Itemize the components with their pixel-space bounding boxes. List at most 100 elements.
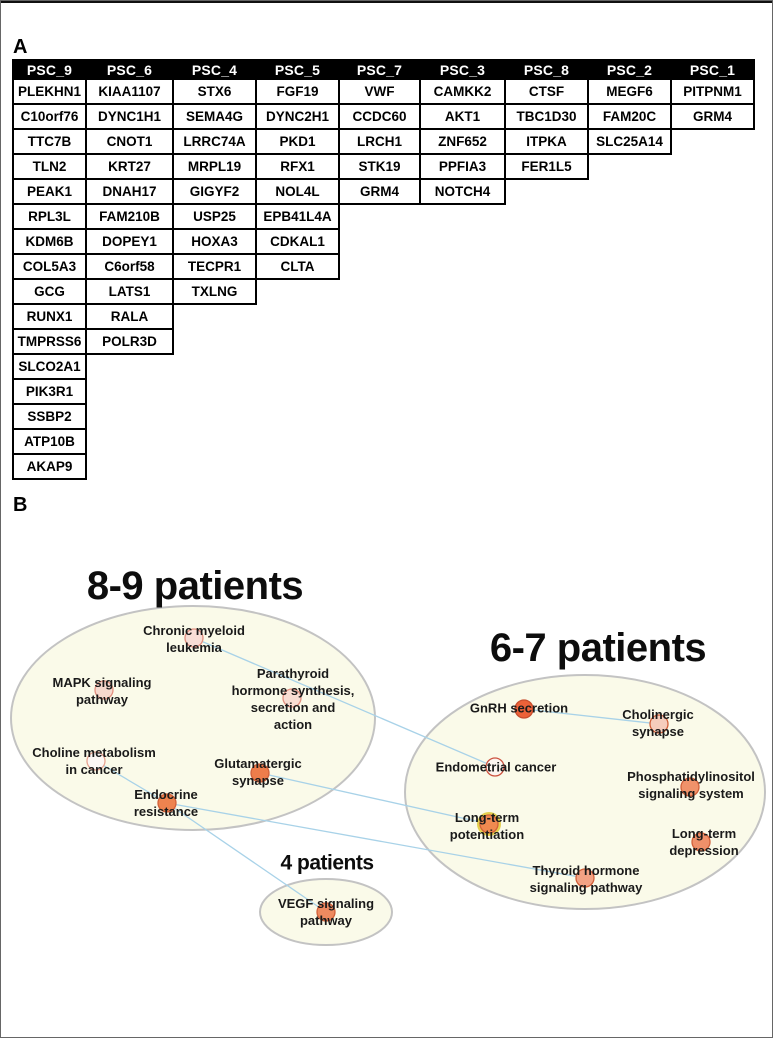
pathway-node-glutamatergic	[250, 763, 270, 783]
edge-cml-endometrial	[193, 637, 496, 768]
gene-cell: KDM6B	[12, 230, 87, 255]
gene-cell: DOPEY1	[85, 230, 174, 255]
gene-cell: TXLNG	[172, 280, 257, 305]
gene-cell: FGF19	[255, 80, 340, 105]
gene-cell: KIAA1107	[85, 80, 174, 105]
node-label-ltd: Long-term depression	[669, 826, 739, 858]
node-label-glutamatergic: Glutamatergic synapse	[214, 756, 302, 788]
gene-cell: ATP10B	[12, 430, 87, 455]
gene-cell: AKT1	[419, 105, 506, 130]
node-label-cholinergic: Cholinergic synapse	[622, 707, 694, 739]
gene-cell: CLTA	[255, 255, 340, 280]
group-title-g89: 8-9 patients	[86, 564, 304, 608]
gene-cell: USP25	[172, 205, 257, 230]
psc-column-header: PSC_9	[12, 59, 87, 80]
gene-cell: TMPRSS6	[12, 330, 87, 355]
node-label-phosphatidylinositol: Phosphatidylinositol signaling system	[627, 769, 755, 801]
node-label-endometrial: Endometrial cancer	[435, 759, 557, 775]
gene-cell: PLEKHN1	[12, 80, 87, 105]
gene-cell: C10orf76	[12, 105, 87, 130]
gene-cell: TECPR1	[172, 255, 257, 280]
gene-cell: CCDC60	[338, 105, 421, 130]
pathway-node-mapk	[94, 680, 114, 700]
pathway-node-ltp	[479, 814, 499, 834]
psc-column-header: PSC_7	[338, 59, 421, 80]
psc-column-header: PSC_6	[85, 59, 174, 80]
gene-cell: MRPL19	[172, 155, 257, 180]
gene-cell: LATS1	[85, 280, 174, 305]
node-label-gnrh: GnRH secretion	[469, 700, 569, 716]
pathway-node-vegf	[316, 902, 336, 922]
pathway-node-gnrh	[514, 699, 534, 719]
pathway-node-parathyroid	[282, 688, 302, 708]
gene-cell: STK19	[338, 155, 421, 180]
gene-cell: SLCO2A1	[12, 355, 87, 380]
gene-cell: CNOT1	[85, 130, 174, 155]
edge-glutamatergic-ltp	[259, 772, 490, 825]
edge-choline-endocrine	[95, 760, 168, 804]
gene-cell: GIGYF2	[172, 180, 257, 205]
gene-cell: SLC25A14	[587, 130, 672, 155]
patient-group-ellipse-g67	[404, 674, 766, 910]
pathway-node-phosphatidylinositol	[680, 777, 700, 797]
gene-cell: RALA	[85, 305, 174, 330]
node-label-parathyroid: Parathyroid hormone synthesis, secretion…	[231, 666, 355, 732]
gene-cell: DYNC2H1	[255, 105, 340, 130]
group-title-g67: 6-7 patients	[489, 626, 707, 670]
gene-cell: DNAH17	[85, 180, 174, 205]
psc-column-header: PSC_8	[504, 59, 589, 80]
gene-cell: NOL4L	[255, 180, 340, 205]
node-label-vegf: VEGF signaling pathway	[277, 896, 375, 928]
gene-cell: PITPNM1	[670, 80, 755, 105]
pathway-node-cholinergic	[649, 714, 669, 734]
node-label-cml: Chronic myeloid leukemia	[143, 623, 245, 655]
gene-cell: GRM4	[338, 180, 421, 205]
pathway-node-endometrial	[485, 757, 505, 777]
gene-cell: STX6	[172, 80, 257, 105]
gene-cell: NOTCH4	[419, 180, 506, 205]
gene-cell: TBC1D30	[504, 105, 589, 130]
gene-cell: FAM210B	[85, 205, 174, 230]
gene-cell: GCG	[12, 280, 87, 305]
panel-b-label: B	[13, 494, 28, 516]
gene-cell: LRRC74A	[172, 130, 257, 155]
gene-cell: SSBP2	[12, 405, 87, 430]
patient-group-ellipse-g89	[10, 605, 376, 831]
gene-cell: POLR3D	[85, 330, 174, 355]
gene-cell: RFX1	[255, 155, 340, 180]
psc-column-header: PSC_5	[255, 59, 340, 80]
gene-cell: EPB41L4A	[255, 205, 340, 230]
node-label-choline: Choline metabolism in cancer	[32, 745, 156, 777]
node-label-endocrine: Endocrine resistance	[133, 787, 199, 819]
gene-cell: CDKAL1	[255, 230, 340, 255]
gene-cell: AKAP9	[12, 455, 87, 480]
panel-a-label: A	[13, 36, 28, 58]
gene-cell: PKD1	[255, 130, 340, 155]
psc-column-header: PSC_4	[172, 59, 257, 80]
gene-cell: GRM4	[670, 105, 755, 130]
pathway-node-cml	[184, 628, 204, 648]
node-label-thyroid: Thyroid hormone signaling pathway	[529, 863, 643, 895]
gene-cell: DYNC1H1	[85, 105, 174, 130]
psc-column-header: PSC_1	[670, 59, 755, 80]
pathway-node-choline	[86, 751, 106, 771]
gene-cell: TLN2	[12, 155, 87, 180]
pathway-node-endocrine	[157, 793, 177, 813]
gene-cell: C6orf58	[85, 255, 174, 280]
edge-gnrh-cholinergic	[523, 708, 660, 725]
node-label-ltp: Long-term potentiation	[449, 810, 525, 842]
edge-endocrine-thyroid	[166, 802, 586, 879]
gene-cell: MEGF6	[587, 80, 672, 105]
gene-cell: TTC7B	[12, 130, 87, 155]
gene-cell: COL5A3	[12, 255, 87, 280]
pathway-node-thyroid	[575, 868, 595, 888]
